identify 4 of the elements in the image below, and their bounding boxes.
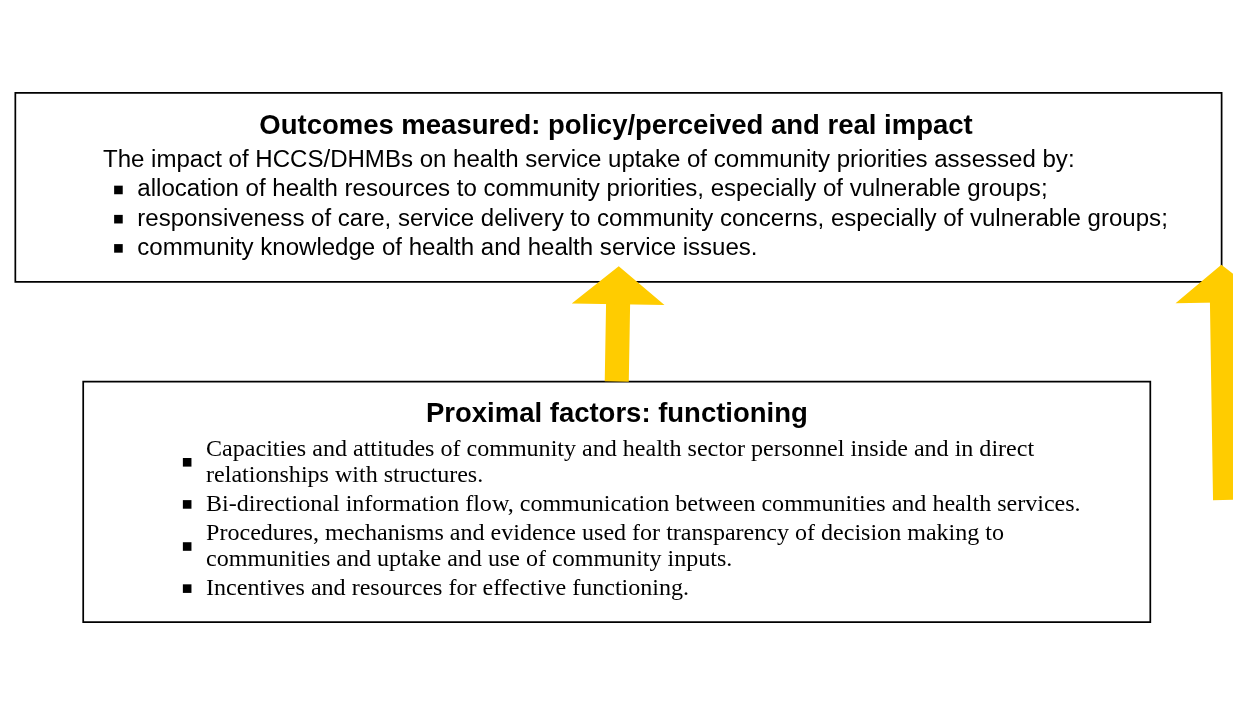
node-box: Proximal factors: functioning Capacities and attitudes of community and health sector personnel inside and in direct relationships with structures. Bi-directional information flow, communication between communities and health services. Procedures, mechanisms and evidence used for transparency of decision making to communities and uptake and use of community inputs. Incentives and resources for effective functioning. — [82, 380, 1152, 623]
arrow — [571, 265, 665, 382]
arrow — [1175, 264, 1233, 500]
node-box: Outcomes measured: policy/perceived and real impact The impact of HCCS/DHMBs on health service uptake of community priorities assessed by: allocation of health resources to community priorities, especially of vulnerable groups; responsiveness of care, service delivery to community concerns, especially of vulnerable groups; community knowledge of health and health service issues. — [14, 91, 1223, 283]
